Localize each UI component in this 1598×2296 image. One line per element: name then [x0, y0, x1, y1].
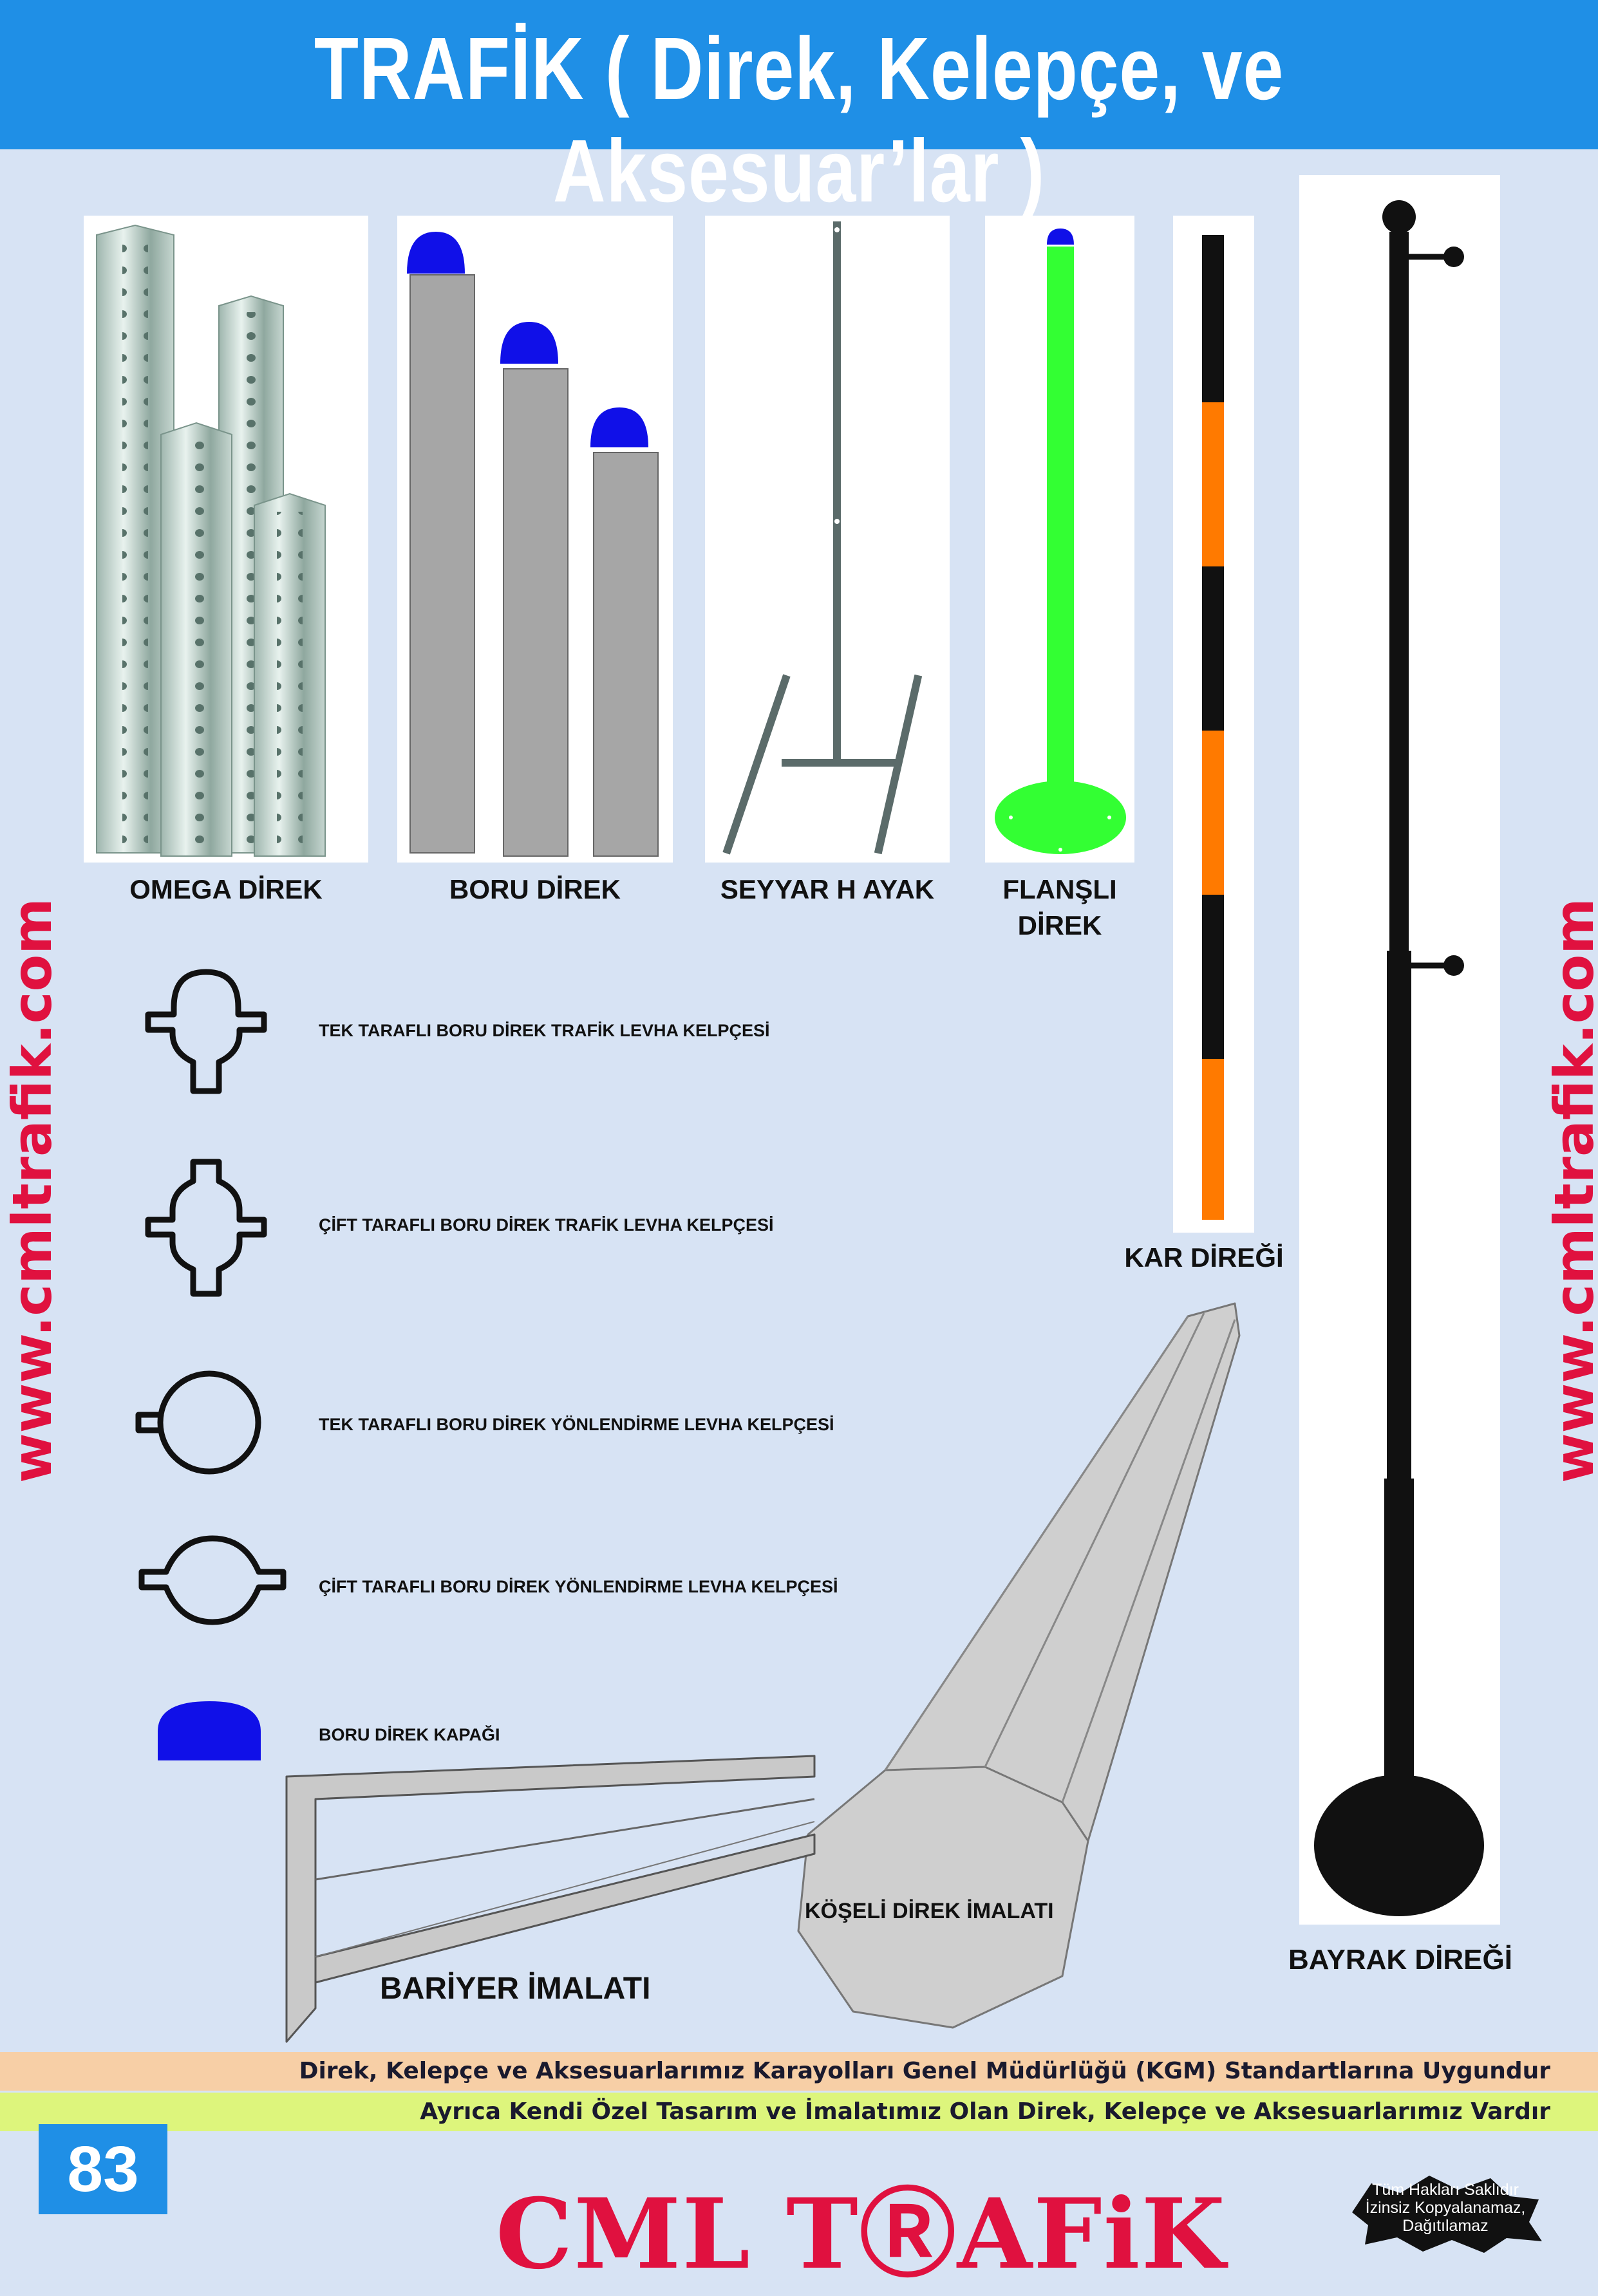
boru-direk-panel — [397, 216, 673, 863]
page-title: TRAFİK ( Direk, Kelepçe, ve Aksesuar’lar… — [314, 19, 1284, 221]
rights-seal-icon — [1352, 2176, 1542, 2253]
boru-direk-2 — [500, 322, 569, 857]
omega-direk-illustration — [96, 224, 326, 857]
koseli-direk-illustration — [797, 1302, 1241, 2029]
flansli-direk-label-line2: DİREK — [1017, 910, 1102, 940]
tek-tarafli-trafik-kelepce-icon — [145, 969, 267, 1094]
boru-direk-label: BORU DİREK — [449, 874, 621, 904]
brand-name: CML TⓇAFiK — [496, 2178, 1227, 2291]
kar-diregi-illustration — [1202, 235, 1224, 1220]
footer-band-custom: Ayrıca Kendi Özel Tasarım ve İmalatımız … — [0, 2093, 1598, 2131]
clamp-label-2: ÇİFT TARAFLI BORU DİREK TRAFİK LEVHA KEL… — [319, 1215, 774, 1235]
rights-line-1: Tüm Hakları Saklıdır — [1372, 2181, 1519, 2199]
brand-logo: CML TⓇAFiK — [496, 2156, 1225, 2291]
bariyer-label: BARİYER İMALATI — [380, 1972, 651, 2006]
clamp-label-5: BORU DİREK KAPAĞI — [319, 1725, 500, 1744]
footer-band-standards: Direk, Kelepçe ve Aksesuarlarımız Karayo… — [0, 2052, 1598, 2091]
rights-line-2: İzinsiz Kopyalanamaz, — [1365, 2199, 1526, 2217]
kar-diregi-label: KAR DİREĞİ — [1124, 1242, 1284, 1273]
bayrak-diregi-panel — [1299, 175, 1500, 1925]
boru-direk-kapagi-icon — [158, 1701, 261, 1760]
seyyar-h-ayak-panel — [705, 216, 950, 863]
koseli-direk-label: KÖŞELİ DİREK İMALATI — [805, 1899, 1054, 1923]
cift-tarafli-yonlendirme-kelepce-icon — [138, 1535, 287, 1625]
omega-direk-label: OMEGA DİREK — [129, 874, 323, 904]
clamp-label-3: TEK TARAFLI BORU DİREK YÖNLENDİRME LEVHA… — [319, 1415, 834, 1434]
flansli-direk-label-line1: FLANŞLI — [1002, 874, 1117, 904]
seyyar-h-ayak-illustration — [722, 221, 923, 855]
rights-line-3: Dağıtılamaz — [1402, 2217, 1489, 2235]
bayrak-diregi-illustration — [1314, 200, 1484, 1916]
omega-direk-panel — [84, 216, 368, 863]
flansli-direk-illustration — [995, 229, 1126, 854]
cift-tarafli-trafik-kelepce-icon — [145, 1159, 267, 1297]
clamp-label-4: ÇİFT TARAFLI BORU DİREK YÖNLENDİRME LEVH… — [319, 1577, 838, 1596]
page-number: 83 — [39, 2124, 167, 2214]
clamp-label-1: TEK TARAFLI BORU DİREK TRAFİK LEVHA KELP… — [319, 1021, 770, 1040]
boru-direk-1 — [407, 232, 475, 854]
boru-direk-3 — [590, 407, 659, 857]
flansli-direk-panel — [985, 216, 1134, 863]
bariyer-illustration — [285, 1755, 816, 2043]
tek-tarafli-yonlendirme-kelepce-icon — [135, 1370, 261, 1475]
seyyar-h-ayak-label: SEYYAR H AYAK — [720, 874, 935, 904]
page-header: TRAFİK ( Direk, Kelepçe, ve Aksesuar’lar… — [0, 0, 1598, 221]
side-url-right[interactable]: www.cmltrafik.com — [1543, 898, 1598, 1483]
rights-notice: Tüm Hakları Saklıdır İzinsiz Kopyalanama… — [1352, 2181, 1539, 2235]
side-url-left[interactable]: www.cmltrafik.com — [1, 898, 64, 1483]
bayrak-diregi-label: BAYRAK DİREĞİ — [1288, 1944, 1512, 1975]
boru-direk-illustration — [407, 232, 659, 857]
kar-diregi-panel — [1173, 216, 1254, 1233]
